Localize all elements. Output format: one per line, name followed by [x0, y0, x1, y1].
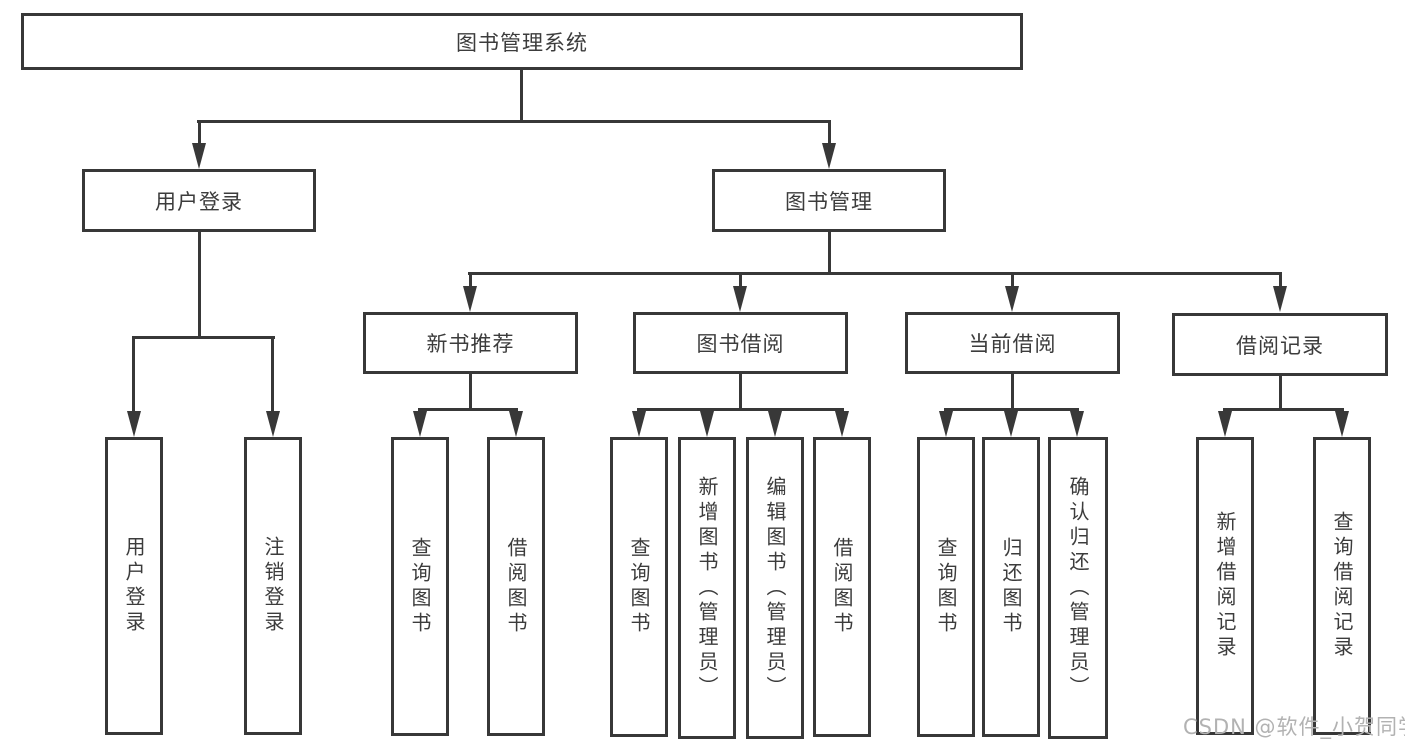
- leaf-return-books: 归还图书: [982, 437, 1040, 737]
- leaf-add-books-admin-label: 新增图书（管理员）: [695, 475, 719, 701]
- leaf-query-borrow-record: 查询借阅记录: [1313, 437, 1371, 735]
- arrowhead-down-icon: [733, 286, 747, 312]
- node-user-login-label: 用户登录: [155, 189, 243, 214]
- node-new-book-recommend-label: 新书推荐: [426, 332, 515, 356]
- leaf-confirm-return-admin: 确认归还（管理员）: [1048, 437, 1108, 739]
- connector-current-hline: [944, 408, 1079, 411]
- arrowhead-down-icon: [509, 411, 523, 437]
- node-book-management: 图书管理: [712, 169, 946, 232]
- node-root: 图书管理系统: [21, 13, 1023, 70]
- arrowhead-down-icon: [192, 143, 206, 169]
- arrowhead-down-icon: [1218, 411, 1232, 437]
- leaf-add-borrow-record: 新增借阅记录: [1196, 437, 1254, 735]
- arrowhead-down-icon: [266, 411, 280, 437]
- csdn-watermark: CSDN @软件_小贺同学: [1183, 715, 1405, 739]
- arrowhead-down-icon: [822, 143, 836, 169]
- arrowhead-down-icon: [413, 411, 427, 437]
- leaf-recommend-query-books: 查询图书: [391, 437, 449, 736]
- arrowhead-down-icon: [463, 286, 477, 312]
- node-current-borrow: 当前借阅: [905, 312, 1120, 374]
- connector-recommend-hline: [418, 408, 518, 411]
- leaf-recommend-query-books-label: 查询图书: [408, 536, 432, 637]
- leaf-borrow-query-books-label: 查询图书: [627, 537, 651, 637]
- leaf-borrow-books-label: 借阅图书: [830, 537, 854, 637]
- arrowhead-down-icon: [1070, 411, 1084, 437]
- leaf-logout: 注销登录: [244, 437, 302, 735]
- connector-current-stem: [1011, 374, 1014, 408]
- leaf-return-books-label: 归还图书: [999, 537, 1023, 637]
- connector-root-stem: [520, 70, 523, 120]
- node-new-book-recommend: 新书推荐: [363, 312, 578, 374]
- leaf-current-query-books-label: 查询图书: [934, 537, 958, 637]
- leaf-confirm-return-admin-label: 确认归还（管理员）: [1066, 475, 1090, 701]
- arrowhead-down-icon: [939, 411, 953, 437]
- connector-records-hline: [1223, 408, 1344, 411]
- node-borrow-records: 借阅记录: [1172, 313, 1388, 376]
- leaf-user-login-label: 用户登录: [122, 536, 146, 636]
- connector-mgmt-stem: [828, 232, 831, 272]
- leaf-edit-books-admin-label: 编辑图书（管理员）: [763, 475, 787, 701]
- node-book-borrow-label: 图书借阅: [696, 332, 785, 356]
- connector-borrow-stem: [739, 374, 742, 408]
- leaf-recommend-borrow-books-label: 借阅图书: [504, 536, 528, 637]
- node-borrow-records-label: 借阅记录: [1236, 333, 1324, 358]
- node-root-label: 图书管理系统: [456, 30, 588, 55]
- leaf-add-books-admin: 新增图书（管理员）: [678, 437, 736, 739]
- connector-drop: [1011, 272, 1014, 288]
- connector-mgmt-hline: [468, 272, 1282, 275]
- arrowhead-down-icon: [1335, 411, 1349, 437]
- connector-drop: [739, 272, 742, 288]
- connector-root-hline: [197, 120, 831, 123]
- arrowhead-down-icon: [632, 411, 646, 437]
- connector-userlogin-hline: [132, 336, 275, 339]
- leaf-add-borrow-record-label: 新增借阅记录: [1213, 511, 1237, 661]
- arrowhead-down-icon: [1273, 286, 1287, 312]
- leaf-user-login: 用户登录: [105, 437, 163, 735]
- connector-borrow-hline: [637, 408, 844, 411]
- leaf-query-borrow-record-label: 查询借阅记录: [1330, 511, 1354, 661]
- leaf-edit-books-admin: 编辑图书（管理员）: [746, 437, 804, 739]
- connector-userlogin-stem: [198, 232, 201, 336]
- arrowhead-down-icon: [700, 411, 714, 437]
- node-user-login: 用户登录: [82, 169, 316, 232]
- node-book-management-label: 图书管理: [785, 189, 873, 214]
- connector-drop: [198, 120, 201, 145]
- leaf-borrow-query-books: 查询图书: [610, 437, 668, 737]
- arrowhead-down-icon: [835, 411, 849, 437]
- node-book-borrow: 图书借阅: [633, 312, 848, 374]
- leaf-current-query-books: 查询图书: [917, 437, 975, 737]
- node-current-borrow-label: 当前借阅: [968, 332, 1057, 356]
- connector-drop: [828, 120, 831, 145]
- arrowhead-down-icon: [1005, 286, 1019, 312]
- arrowhead-down-icon: [768, 411, 782, 437]
- connector-drop: [271, 336, 274, 413]
- leaf-borrow-books: 借阅图书: [813, 437, 871, 737]
- arrowhead-down-icon: [1004, 411, 1018, 437]
- leaf-recommend-borrow-books: 借阅图书: [487, 437, 545, 736]
- connector-drop: [132, 336, 135, 413]
- leaf-logout-label: 注销登录: [261, 536, 285, 636]
- connector-recommend-stem: [469, 374, 472, 408]
- arrowhead-down-icon: [127, 411, 141, 437]
- connector-drop: [469, 272, 472, 288]
- connector-drop: [1279, 272, 1282, 288]
- connector-records-stem: [1279, 376, 1282, 408]
